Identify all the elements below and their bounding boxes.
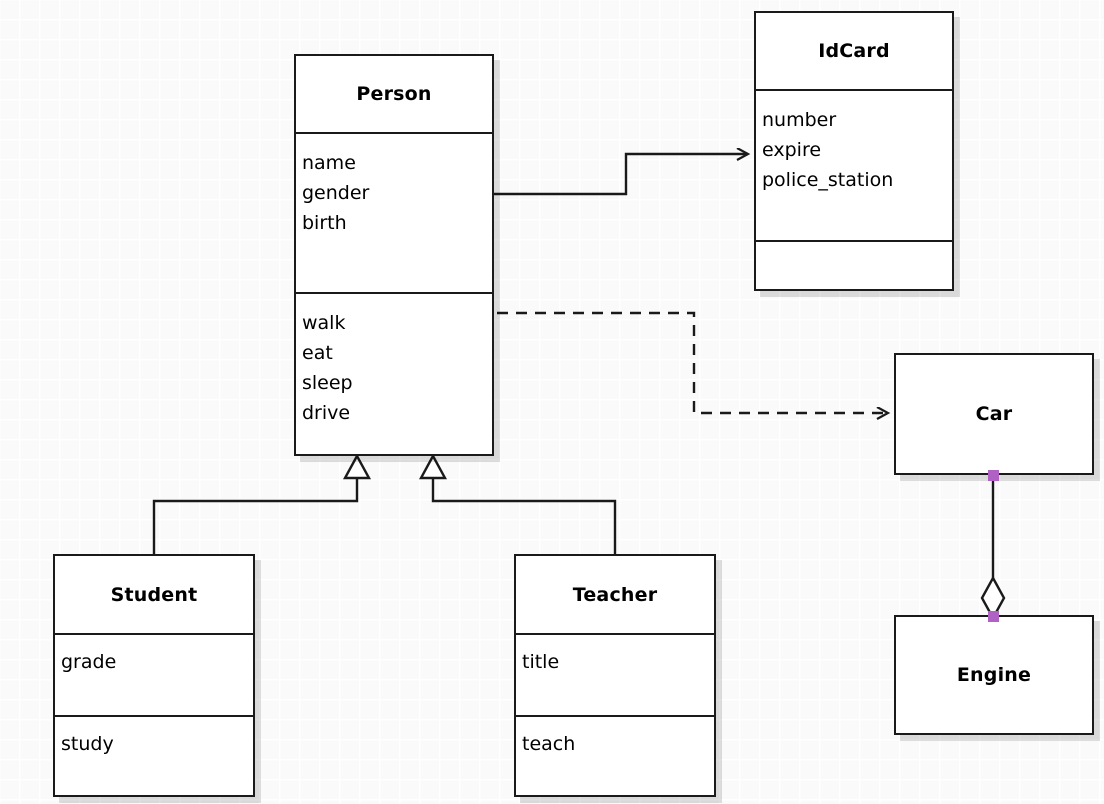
attribute-item: police_station <box>762 169 894 191</box>
class-attributes-idcard: number expire police_station <box>756 89 952 240</box>
uml-class-person[interactable]: Person name gender birth walk eat sleep … <box>294 54 494 456</box>
attribute-item: title <box>522 651 560 673</box>
attribute-item: birth <box>302 212 347 234</box>
class-attributes-teacher: title <box>516 633 714 715</box>
uml-class-student[interactable]: Student grade study <box>53 554 255 797</box>
class-attributes-person: name gender birth <box>296 132 492 292</box>
uml-class-teacher[interactable]: Teacher title teach <box>514 554 716 797</box>
edge-student-person[interactable] <box>152 453 372 554</box>
class-title-idcard: IdCard <box>818 40 890 62</box>
operation-item: drive <box>302 402 351 424</box>
uml-class-engine[interactable]: Engine <box>894 615 1094 735</box>
attribute-item: gender <box>302 182 370 204</box>
edge-person-car[interactable] <box>497 311 888 413</box>
class-title-teacher: Teacher <box>572 583 658 606</box>
operation-item: sleep <box>302 372 353 394</box>
operation-item: teach <box>522 733 576 755</box>
edge-person-idcard[interactable] <box>494 154 748 196</box>
attribute-item: grade <box>61 651 117 673</box>
connection-handle-car[interactable] <box>988 470 999 481</box>
connection-handle-engine[interactable] <box>988 611 999 622</box>
attribute-item: expire <box>762 139 822 161</box>
class-title-student: Student <box>110 583 198 606</box>
attribute-item: number <box>762 109 837 131</box>
class-title-engine: Engine <box>956 664 1032 686</box>
operation-item: walk <box>302 312 346 334</box>
class-title-car: Car <box>975 403 1013 425</box>
class-operations-idcard <box>756 240 952 289</box>
uml-class-idcard[interactable]: IdCard number expire police_station <box>754 11 954 291</box>
class-attributes-student: grade <box>55 633 253 715</box>
uml-class-car[interactable]: Car <box>894 353 1094 475</box>
class-operations-person: walk eat sleep drive <box>296 292 492 454</box>
edge-car-engine[interactable] <box>980 475 1006 621</box>
attribute-item: name <box>302 152 356 174</box>
class-title-person: Person <box>356 83 432 105</box>
class-operations-teacher: teach <box>516 715 714 795</box>
edge-teacher-person[interactable] <box>418 453 617 554</box>
operation-item: eat <box>302 342 333 364</box>
class-operations-student: study <box>55 715 253 795</box>
operation-item: study <box>61 733 114 755</box>
